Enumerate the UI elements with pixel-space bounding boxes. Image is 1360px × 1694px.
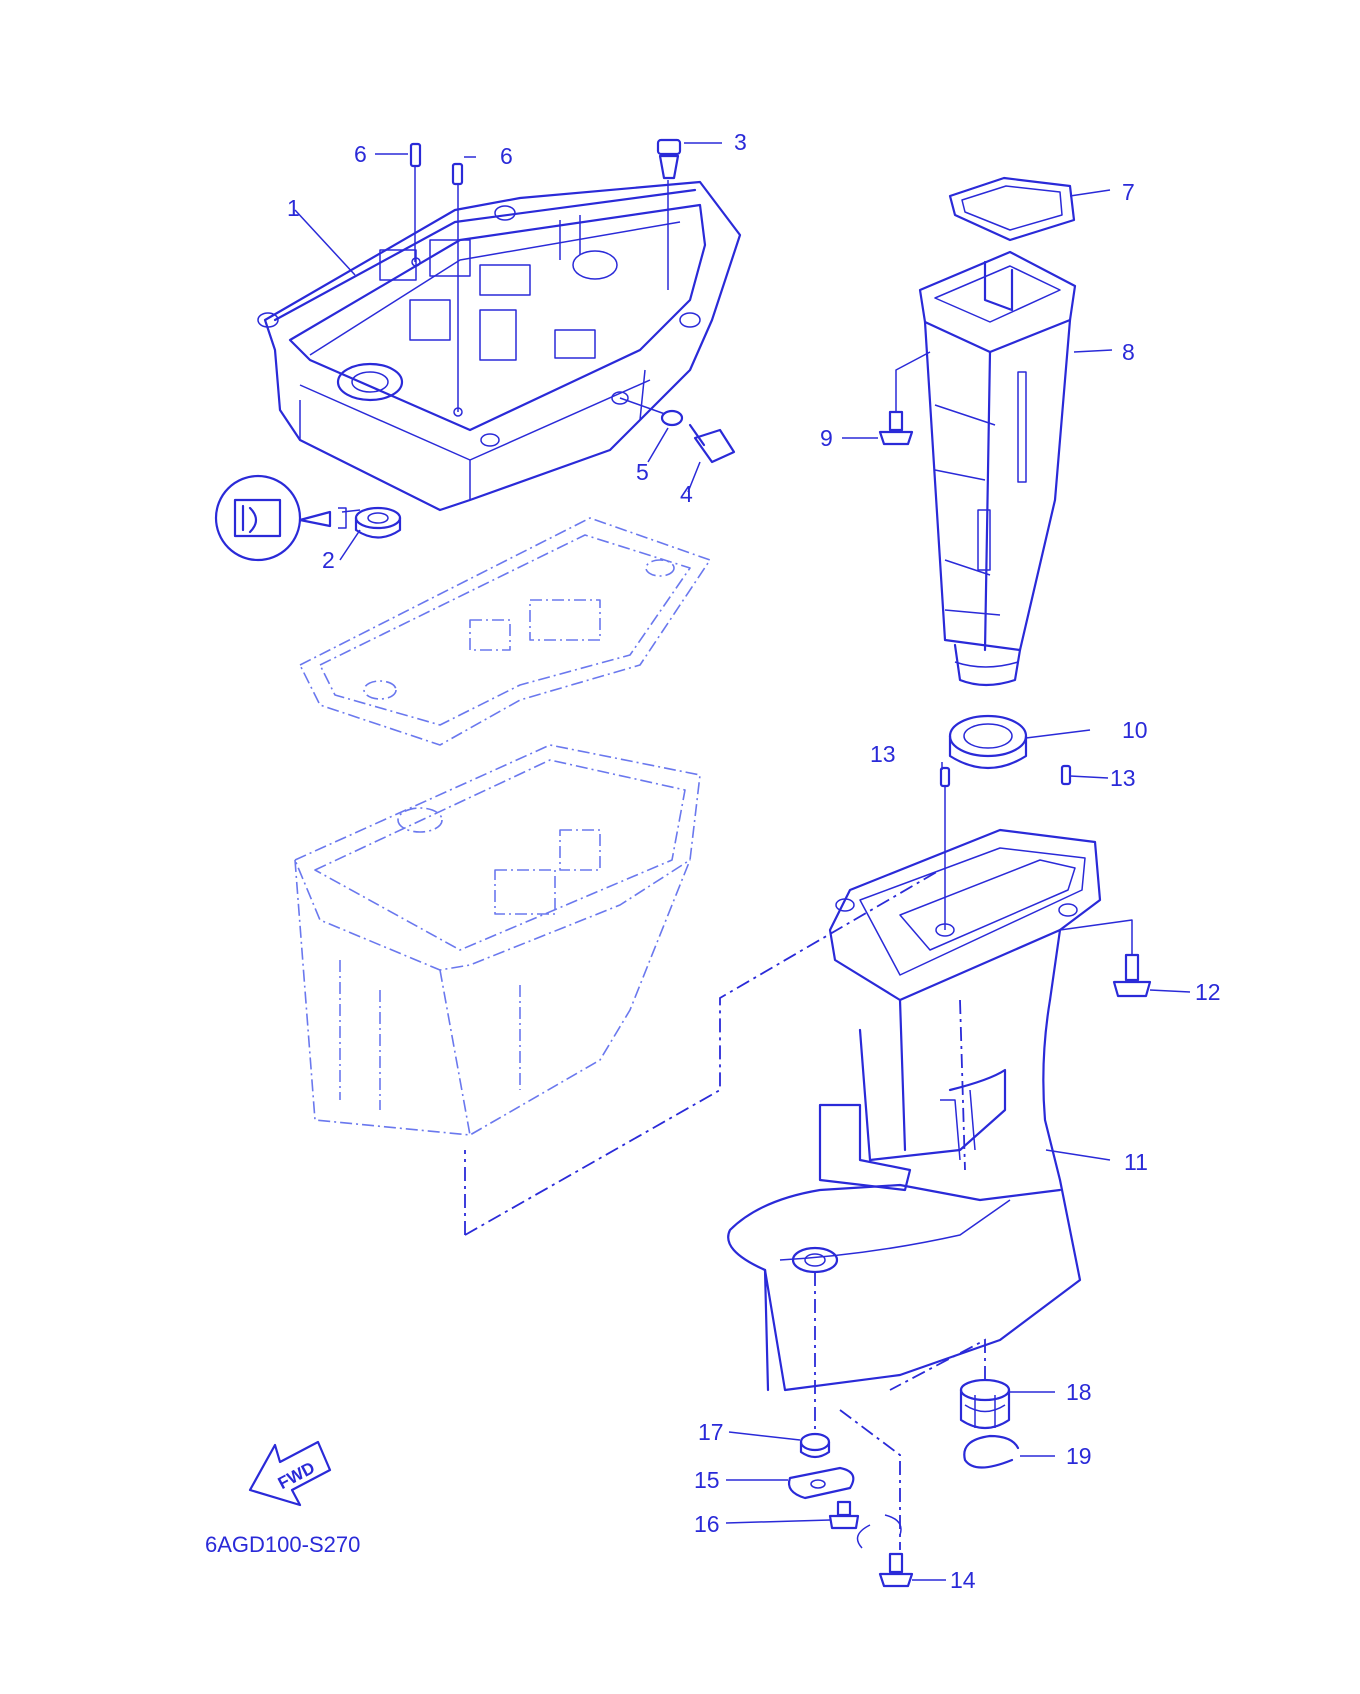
- callout-13b: 13: [1110, 765, 1136, 791]
- callout-3: 3: [734, 129, 747, 155]
- part-17-grommet: [799, 1272, 831, 1459]
- fwd-arrow-icon: FWD: [248, 1440, 332, 1507]
- part-4-bolt: [688, 423, 736, 464]
- part-6-dowel-left: [409, 142, 422, 262]
- ghost-gasket: [299, 517, 711, 746]
- part-10-seal-ring: [948, 714, 1028, 770]
- ghost-lower-casing: [294, 744, 701, 1136]
- part-3-plug: [656, 138, 682, 290]
- callout-9: 9: [820, 425, 833, 451]
- seal-detail-view: [214, 474, 347, 562]
- callout-16: 16: [694, 1511, 720, 1537]
- part-15-gasket: [787, 1466, 855, 1500]
- part-13-pin-right: [1060, 764, 1072, 786]
- callout-8: 8: [1122, 339, 1135, 365]
- part-2-oil-seal: [341, 506, 402, 539]
- callout-15: 15: [694, 1467, 720, 1493]
- callout-18: 18: [1066, 1379, 1092, 1405]
- callout-12: 12: [1195, 979, 1221, 1005]
- callout-2: 2: [322, 547, 335, 573]
- callout-17: 17: [698, 1419, 724, 1445]
- callout-1: 1: [287, 195, 300, 221]
- callout-14: 14: [950, 1567, 976, 1593]
- part-9-bolt: [878, 351, 931, 446]
- callout-13a: 13: [870, 741, 896, 767]
- part-7-gasket: [948, 176, 1076, 242]
- part-12-bolt: [1059, 919, 1152, 998]
- leader-lines: [294, 142, 1191, 1581]
- callout-labels: 1 2 3 4 5 6 6 7 8 9 10 11 12 13 13 14 15…: [287, 129, 1221, 1593]
- callout-10: 10: [1122, 717, 1148, 743]
- callout-4: 4: [680, 481, 693, 507]
- callout-19: 19: [1066, 1443, 1092, 1469]
- part-6-dowel-right: [451, 162, 464, 412]
- callout-6a: 6: [354, 141, 367, 167]
- diagram-code: 6AGD100-S270: [205, 1532, 360, 1557]
- part-5-washer: [619, 397, 684, 427]
- part-1-upper-casing: [257, 180, 742, 512]
- part-13-pin-left: [939, 766, 951, 930]
- part-16-bolt: [828, 1500, 860, 1530]
- part-14-bolt: [839, 1409, 914, 1588]
- part-11-lower-casing: [727, 828, 1102, 1392]
- part-18-plug: [889, 1338, 1011, 1430]
- callout-7: 7: [1122, 179, 1135, 205]
- part-19-circlip: [963, 1434, 1020, 1469]
- callout-11: 11: [1124, 1149, 1148, 1175]
- callout-6b: 6: [500, 143, 513, 169]
- callout-5: 5: [636, 459, 649, 485]
- alignment-line-casing: [464, 869, 941, 1236]
- part-8-exhaust-guide: [918, 250, 1077, 687]
